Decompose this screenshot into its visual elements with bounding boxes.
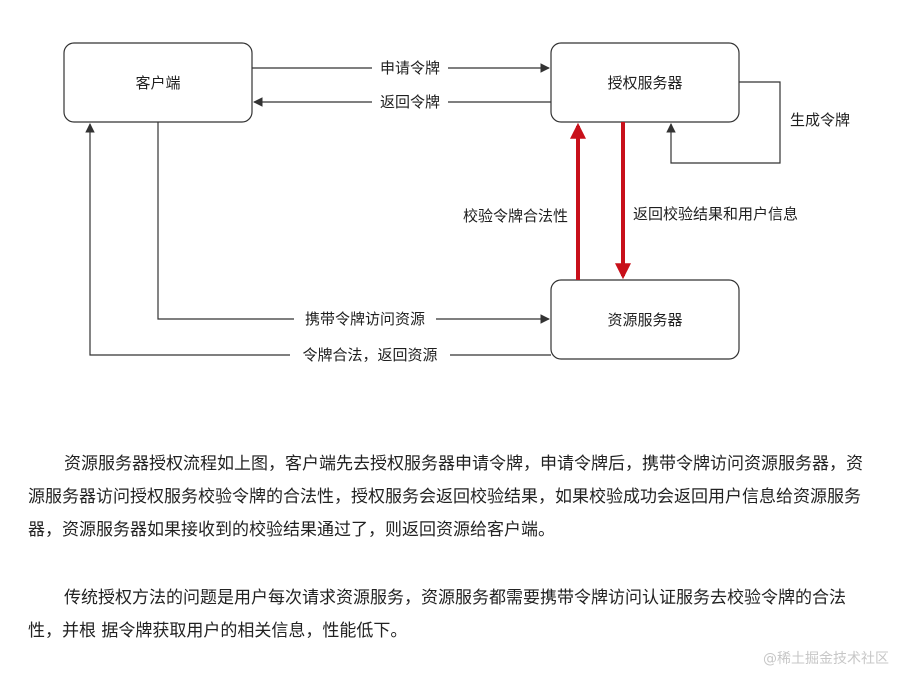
description-paragraph-1: 资源服务器授权流程如上图，客户端先去授权服务器申请令牌，申请令牌后，携带令牌访问… (28, 454, 863, 540)
watermark-text: @稀土掘金技术社区 (763, 651, 889, 667)
auth-server-node: 授权服务器 (550, 42, 740, 123)
return-resource-label: 令牌合法，返回资源 (302, 346, 437, 364)
client-node-label: 客户端 (135, 74, 180, 92)
return-result-label: 返回校验结果和用户信息 (633, 205, 798, 223)
request-token-label: 申请令牌 (380, 59, 440, 77)
resource-server-node-label: 资源服务器 (607, 311, 682, 329)
validate-token-label: 校验令牌合法性 (463, 207, 568, 225)
auth-server-node-label: 授权服务器 (607, 74, 682, 92)
resource-server-node: 资源服务器 (550, 279, 740, 360)
carry-token-label: 携带令牌访问资源 (305, 310, 425, 328)
client-node: 客户端 (63, 42, 253, 123)
oauth-flow-diagram: 客户端 授权服务器 资源服务器 申请令牌 返回令牌 生成令牌 校验令牌合法性 返… (63, 42, 850, 365)
return-token-label: 返回令牌 (380, 93, 440, 111)
generate-token-label: 生成令牌 (790, 111, 850, 129)
description-paragraph-2: 传统授权方法的问题是用户每次请求资源服务，资源服务都需要携带令牌访问认证服务去校… (28, 588, 846, 641)
generate-token-loop-arrow (666, 81, 781, 164)
